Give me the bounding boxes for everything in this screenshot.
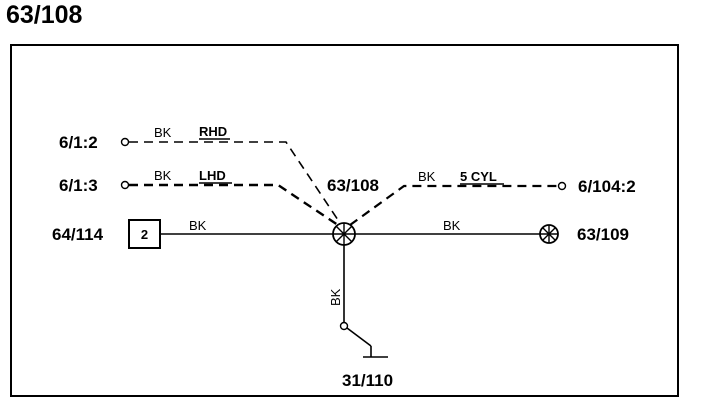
wire-64-114-color: BK [189,218,207,233]
terminal-6-104-2 [557,181,567,191]
label-31-110: 31/110 [342,371,393,390]
wire-64-114: BK [160,218,333,235]
wire-ground-color: BK [328,288,343,306]
splice-63-109 [539,224,559,244]
wire-rhd-color: BK [154,125,172,140]
diagram-frame [10,44,679,397]
wire-63-109-color: BK [443,218,461,233]
splice-63-108 [332,222,356,246]
wire-lhd-tag: LHD [199,168,226,183]
ground-terminal [339,321,349,331]
wire-5cyl-color: BK [418,169,436,184]
label-6-1-3: 6/1:3 [59,176,98,195]
connector-64-114: 2 [128,219,161,249]
wire-ground: BK [328,245,388,358]
wire-rhd: BK RHD [120,124,339,221]
wire-lhd-color: BK [154,168,172,183]
label-63-109: 63/109 [577,225,629,244]
wire-63-109: BK [355,218,540,235]
page-title: 63/108 [6,1,83,29]
label-6-1-2: 6/1:2 [59,133,98,152]
wire-rhd-tag: RHD [199,124,227,139]
terminal-6-1-2 [120,137,130,147]
wire-5cyl: BK 5 CYL [349,169,567,226]
label-63-108: 63/108 [327,176,379,195]
wire-5cyl-tag: 5 CYL [460,169,497,184]
label-64-114: 64/114 [52,225,104,244]
terminal-6-1-3 [120,180,130,190]
connector-pin-label: 2 [141,227,148,242]
wire-lhd: BK LHD [120,168,339,226]
label-6-104-2: 6/104:2 [578,177,636,196]
